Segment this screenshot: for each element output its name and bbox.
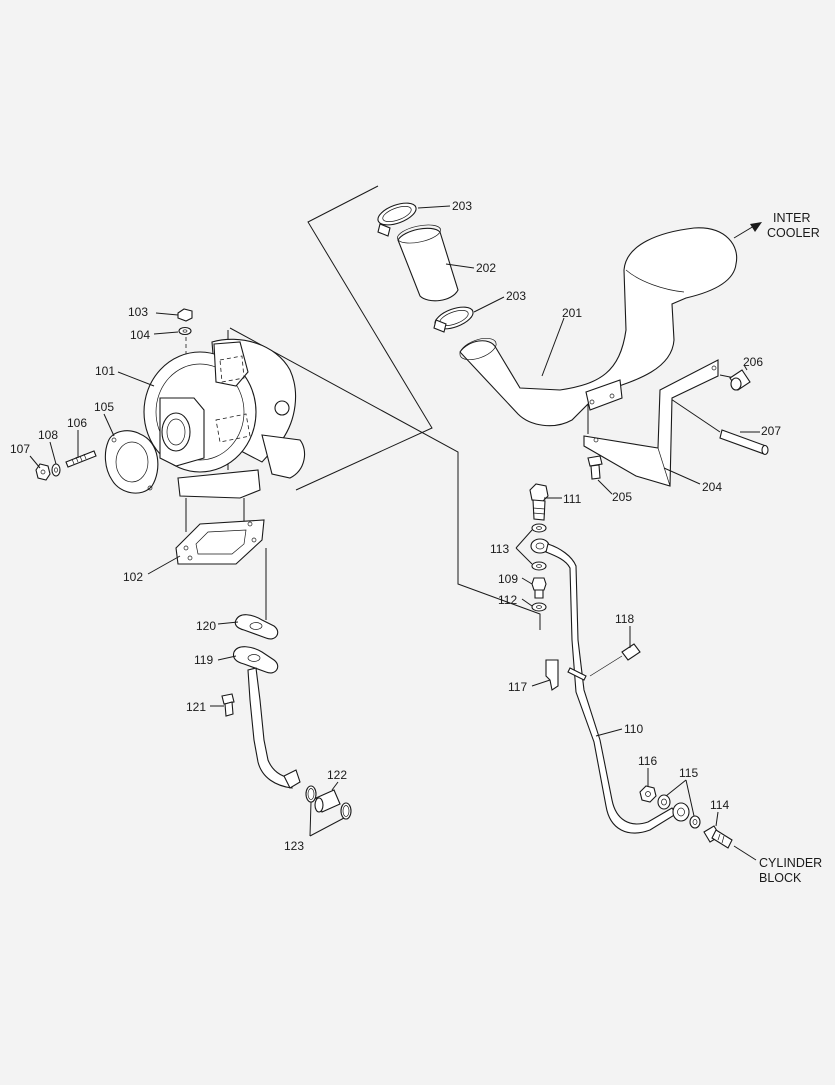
label-203-lower: 203: [506, 289, 526, 303]
label-118: 118: [615, 612, 634, 626]
label-108: 108: [38, 428, 58, 442]
hose-clamp-lower: [433, 306, 474, 333]
label-102: 102: [123, 570, 143, 584]
label-115: 115: [679, 766, 698, 780]
label-120: 120: [196, 619, 216, 633]
label-104: 104: [130, 328, 150, 342]
label-205: 205: [612, 490, 632, 504]
label-201: 201: [562, 306, 582, 320]
label-109: 109: [498, 572, 518, 586]
part-labels: 101 102 103 104 105 106 107 108 109 110 …: [10, 199, 781, 853]
gasket-120: [234, 614, 279, 640]
destination-labels: INTER COOLER CYLINDER BLOCK: [759, 211, 822, 885]
bracket-204: [583, 359, 719, 487]
label-202: 202: [476, 261, 496, 275]
intercooler-label-line1: INTER: [773, 211, 811, 225]
intercooler-label-line2: COOLER: [767, 226, 820, 240]
turbocharger: [143, 338, 306, 499]
label-103: 103: [128, 305, 148, 319]
label-207: 207: [761, 424, 781, 438]
hose-122: [314, 789, 341, 813]
label-123: 123: [284, 839, 304, 853]
clamp-123-left: [305, 785, 317, 803]
label-203-upper: 203: [452, 199, 472, 213]
cylinder-block-label-line1: CYLINDER: [759, 856, 822, 870]
label-113: 113: [490, 542, 509, 556]
washer-113-lower: [531, 561, 547, 571]
label-122: 122: [327, 768, 347, 782]
pin-207: [719, 429, 769, 456]
nipple-109: [531, 577, 547, 599]
nut-103: [177, 308, 193, 322]
washer-115-upper: [657, 794, 671, 810]
hose-clamp-upper: [377, 202, 417, 237]
cylinder-block-label-line2: BLOCK: [759, 871, 802, 885]
label-117: 117: [508, 680, 527, 694]
gasket-exhaust-flange: [175, 519, 265, 565]
bolt-121: [221, 693, 235, 717]
stud-106: [65, 450, 97, 468]
intercooler-arrow: [733, 222, 762, 239]
washer-115-lower: [689, 815, 701, 829]
oil-return-pipe: [232, 646, 301, 789]
label-114: 114: [710, 798, 729, 812]
washer-112: [531, 602, 547, 612]
label-206: 206: [743, 355, 763, 369]
label-105: 105: [94, 400, 114, 414]
clamp-123-right: [340, 802, 352, 820]
eye-bolt-111: [529, 483, 549, 521]
nut-116: [639, 785, 657, 803]
connector-114: [703, 825, 733, 849]
label-116: 116: [638, 754, 657, 768]
hose-202: [397, 224, 459, 302]
washer-104: [178, 326, 192, 336]
label-111: 111: [563, 492, 582, 506]
label-106: 106: [67, 416, 87, 430]
air-pipe: [459, 227, 738, 427]
label-112: 112: [498, 593, 517, 607]
spacer-206: [729, 369, 751, 391]
gasket-round: [104, 430, 159, 494]
washer-108: [51, 463, 61, 477]
clip-117: [545, 659, 587, 691]
leader-lines: [29, 205, 760, 837]
label-107: 107: [10, 442, 30, 456]
label-119: 119: [194, 653, 213, 667]
label-101: 101: [95, 364, 115, 378]
bolt-205: [587, 455, 603, 480]
oil-feed-pipe: [530, 538, 690, 834]
label-204: 204: [702, 480, 722, 494]
label-121: 121: [186, 700, 206, 714]
bolt-118: [589, 643, 641, 677]
label-110: 110: [624, 722, 643, 736]
cylinder-block-leader: [733, 845, 757, 861]
washer-113-upper: [531, 523, 547, 533]
